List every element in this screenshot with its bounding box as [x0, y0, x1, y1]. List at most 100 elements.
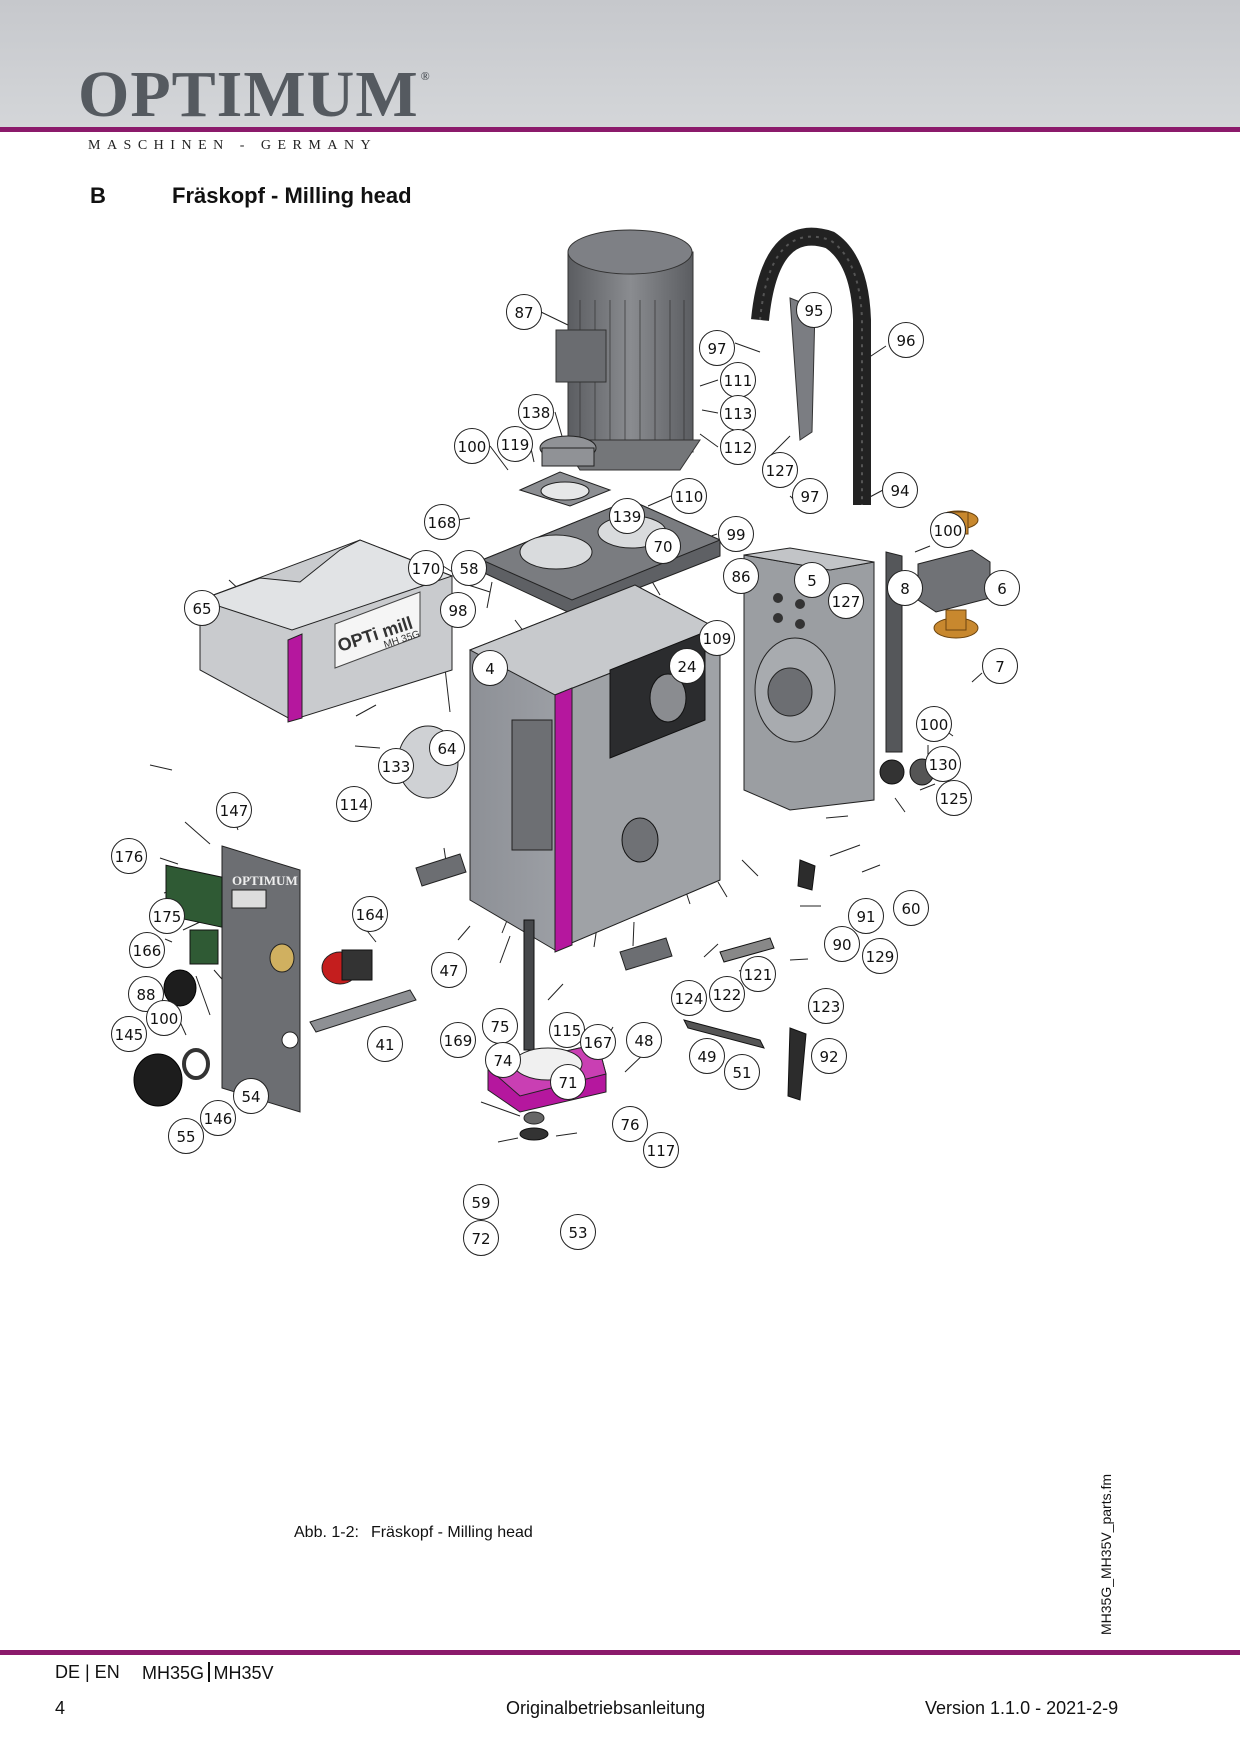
block-6 [917, 549, 991, 613]
callout-48: 48 [626, 1022, 662, 1058]
callout-86: 86 [723, 558, 759, 594]
footer-rule [0, 1650, 1240, 1655]
callout-100b: 100 [930, 512, 966, 548]
logo-text: OPTIMUM [78, 58, 419, 131]
callout-4: 4 [472, 650, 508, 686]
footer-document: Originalbetriebsanleitung [506, 1698, 706, 1718]
model-b: MH35V [213, 1663, 274, 1683]
side-filename: MH35G_MH35V_parts.fm [1098, 1473, 1114, 1635]
callout-175: 175 [149, 898, 185, 934]
callout-130: 130 [925, 746, 961, 782]
callout-8: 8 [887, 570, 923, 606]
callout-59: 59 [463, 1184, 499, 1220]
callout-60: 60 [893, 890, 929, 926]
callout-87: 87 [506, 294, 542, 330]
callout-96: 96 [888, 322, 924, 358]
callout-100d: 100 [146, 1000, 182, 1036]
footer-models: MH35G MH35V [142, 1662, 274, 1684]
callout-64: 64 [429, 730, 465, 766]
pin-48 [619, 937, 673, 971]
pin-47 [415, 853, 467, 887]
callout-121: 121 [740, 956, 776, 992]
callout-97b: 97 [792, 478, 828, 514]
callout-51: 51 [724, 1054, 760, 1090]
rod-71 [523, 919, 535, 1051]
motor-87 [555, 229, 701, 471]
callout-65: 65 [184, 590, 220, 626]
callout-124: 124 [671, 980, 707, 1016]
callout-71: 71 [550, 1064, 586, 1100]
callout-49: 49 [689, 1038, 725, 1074]
callout-133: 133 [378, 748, 414, 784]
callout-176: 176 [111, 838, 147, 874]
header-band [0, 0, 1240, 128]
callout-76: 76 [612, 1106, 648, 1142]
screw-59 [523, 1111, 545, 1125]
callout-55: 55 [168, 1118, 204, 1154]
lever-92 [787, 1027, 807, 1101]
shaft-41 [309, 989, 417, 1033]
callout-100c: 100 [916, 706, 952, 742]
callout-169: 169 [440, 1022, 476, 1058]
callout-53: 53 [560, 1214, 596, 1250]
callout-119: 119 [497, 426, 533, 462]
page-number: 4 [55, 1698, 66, 1718]
callout-129: 129 [862, 938, 898, 974]
callout-95: 95 [796, 292, 832, 328]
callout-54: 54 [233, 1078, 269, 1114]
registered-mark: ® [420, 69, 431, 83]
model-a: MH35G [142, 1663, 205, 1683]
callout-75: 75 [482, 1008, 518, 1044]
callout-97: 97 [699, 330, 735, 366]
callout-24: 24 [669, 648, 705, 684]
knob-88 [163, 969, 197, 1007]
callout-90: 90 [824, 926, 860, 962]
callout-58: 58 [451, 550, 487, 586]
callout-166: 166 [129, 932, 165, 968]
callout-92: 92 [811, 1038, 847, 1074]
footer-version: Version 1.1.0 - 2021-2-9 [925, 1698, 1119, 1718]
panel-logo: OPTIMUM [232, 873, 298, 888]
callout-6: 6 [984, 570, 1020, 606]
plug-60 [879, 759, 905, 785]
callout-110: 110 [671, 478, 707, 514]
logo-tagline: MASCHINEN - GERMANY [88, 138, 378, 153]
callout-115: 115 [549, 1012, 585, 1048]
callout-99: 99 [718, 516, 754, 552]
side-plate-5 [743, 547, 875, 811]
lever-90 [797, 859, 816, 891]
header-rule [0, 127, 1240, 132]
callout-164: 164 [352, 896, 388, 932]
headstock-body-4 [468, 584, 722, 953]
callout-125: 125 [936, 780, 972, 816]
callout-98: 98 [440, 592, 476, 628]
rod-49 [683, 1019, 765, 1049]
callout-100: 100 [454, 428, 490, 464]
caption-ref: Abb. 1-2: [294, 1524, 359, 1541]
callout-70: 70 [645, 528, 681, 564]
callout-147: 147 [216, 792, 252, 828]
callout-94: 94 [882, 472, 918, 508]
figure-caption: Abb. 1-2: Fräskopf - Milling head [294, 1524, 533, 1542]
callout-113: 113 [720, 395, 756, 431]
callout-112: 112 [720, 429, 756, 465]
callout-168: 168 [424, 504, 460, 540]
callout-122: 122 [709, 976, 745, 1012]
callout-7: 7 [982, 648, 1018, 684]
callout-145: 145 [111, 1016, 147, 1052]
callout-72: 72 [463, 1220, 499, 1256]
callout-109: 109 [699, 620, 735, 656]
callout-127b: 127 [828, 583, 864, 619]
callout-74: 74 [485, 1042, 521, 1078]
caption-text: Fräskopf - Milling head [370, 1524, 533, 1541]
footer-language: DE | EN [55, 1662, 120, 1682]
callout-167: 167 [580, 1024, 616, 1060]
callout-138: 138 [518, 394, 554, 430]
diagram-drawing: OPTi mill MH 35G OPTIMUM [133, 227, 991, 1143]
callout-5: 5 [794, 562, 830, 598]
callout-139: 139 [609, 498, 645, 534]
optimum-logo: OPTIMUM® [78, 62, 431, 128]
callout-41: 41 [367, 1026, 403, 1062]
callout-91: 91 [848, 898, 884, 934]
callout-127: 127 [762, 452, 798, 488]
